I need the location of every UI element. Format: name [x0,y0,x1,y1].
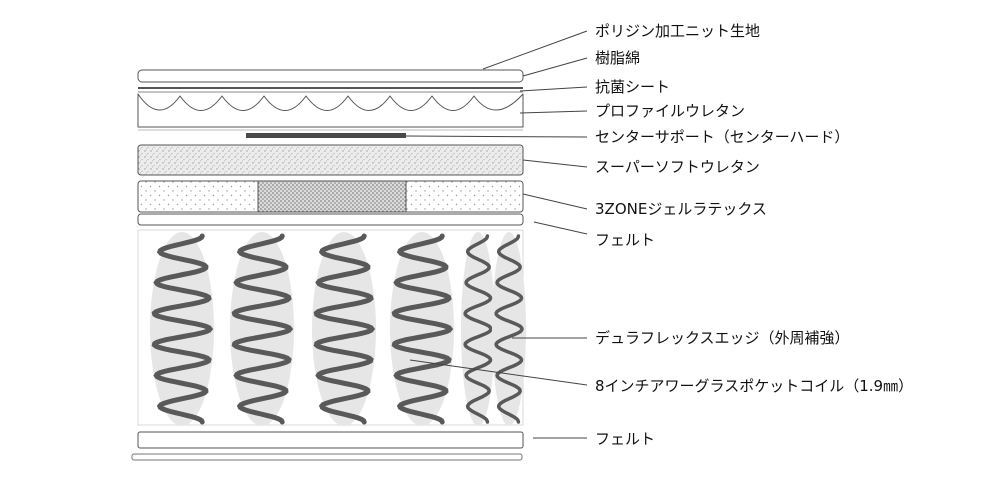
pocket-coils [150,232,526,426]
leader-profile-urethane [519,110,588,114]
label-felt-bottom: フェルト [595,430,655,448]
profile-urethane-layer [137,93,524,128]
coil-4-spring [391,233,454,425]
coil-1-spring [151,233,214,425]
label-dura-flex-edge: デュラフレックスエッジ（外周補強） [595,329,850,347]
labels: ポリジン加工ニット生地 樹脂綿 抗菌シート プロファイルウレタン センターサポー… [595,22,913,448]
leader-lines [405,30,588,439]
felt-layer-bottom [137,431,524,449]
center-support-layer [246,133,406,138]
knit-fabric-layer [137,69,524,83]
label-antibacterial-sheet: 抗菌シート [595,78,670,96]
felt-layer-top [137,213,524,226]
leader-resin-cotton [522,57,588,77]
coil-3-spring [313,233,376,425]
leader-super-soft-urethane [522,159,588,168]
label-knit-fabric: ポリジン加工ニット生地 [595,22,760,40]
label-resin-cotton: 樹脂綿 [595,49,640,67]
edge-coil-1-spring [463,234,493,424]
bottom-border [131,453,523,461]
leader-felt-top [533,221,588,235]
label-gel-latex: 3ZONEジェルラテックス [595,200,767,218]
label-pocket-coil: 8インチアワーグラスポケットコイル（1.9㎜） [595,377,913,395]
coil-2-spring [231,233,294,425]
leader-center-support [405,135,588,138]
label-felt-top: フェルト [595,231,655,249]
leader-pocket-coil [409,359,588,386]
edge-coil-2-spring [494,234,524,424]
label-profile-urethane: プロファイルウレタン [595,102,745,120]
super-soft-urethane-layer [137,144,524,176]
label-super-soft-urethane: スーパーソフトウレタン [595,158,760,176]
gel-latex-center-zone [257,180,407,213]
leader-gel-latex [522,193,588,210]
leader-knit-fabric [482,30,588,70]
label-center-support: センターサポート（センターハード） [595,128,849,146]
leader-antibacterial-sheet [519,86,588,92]
